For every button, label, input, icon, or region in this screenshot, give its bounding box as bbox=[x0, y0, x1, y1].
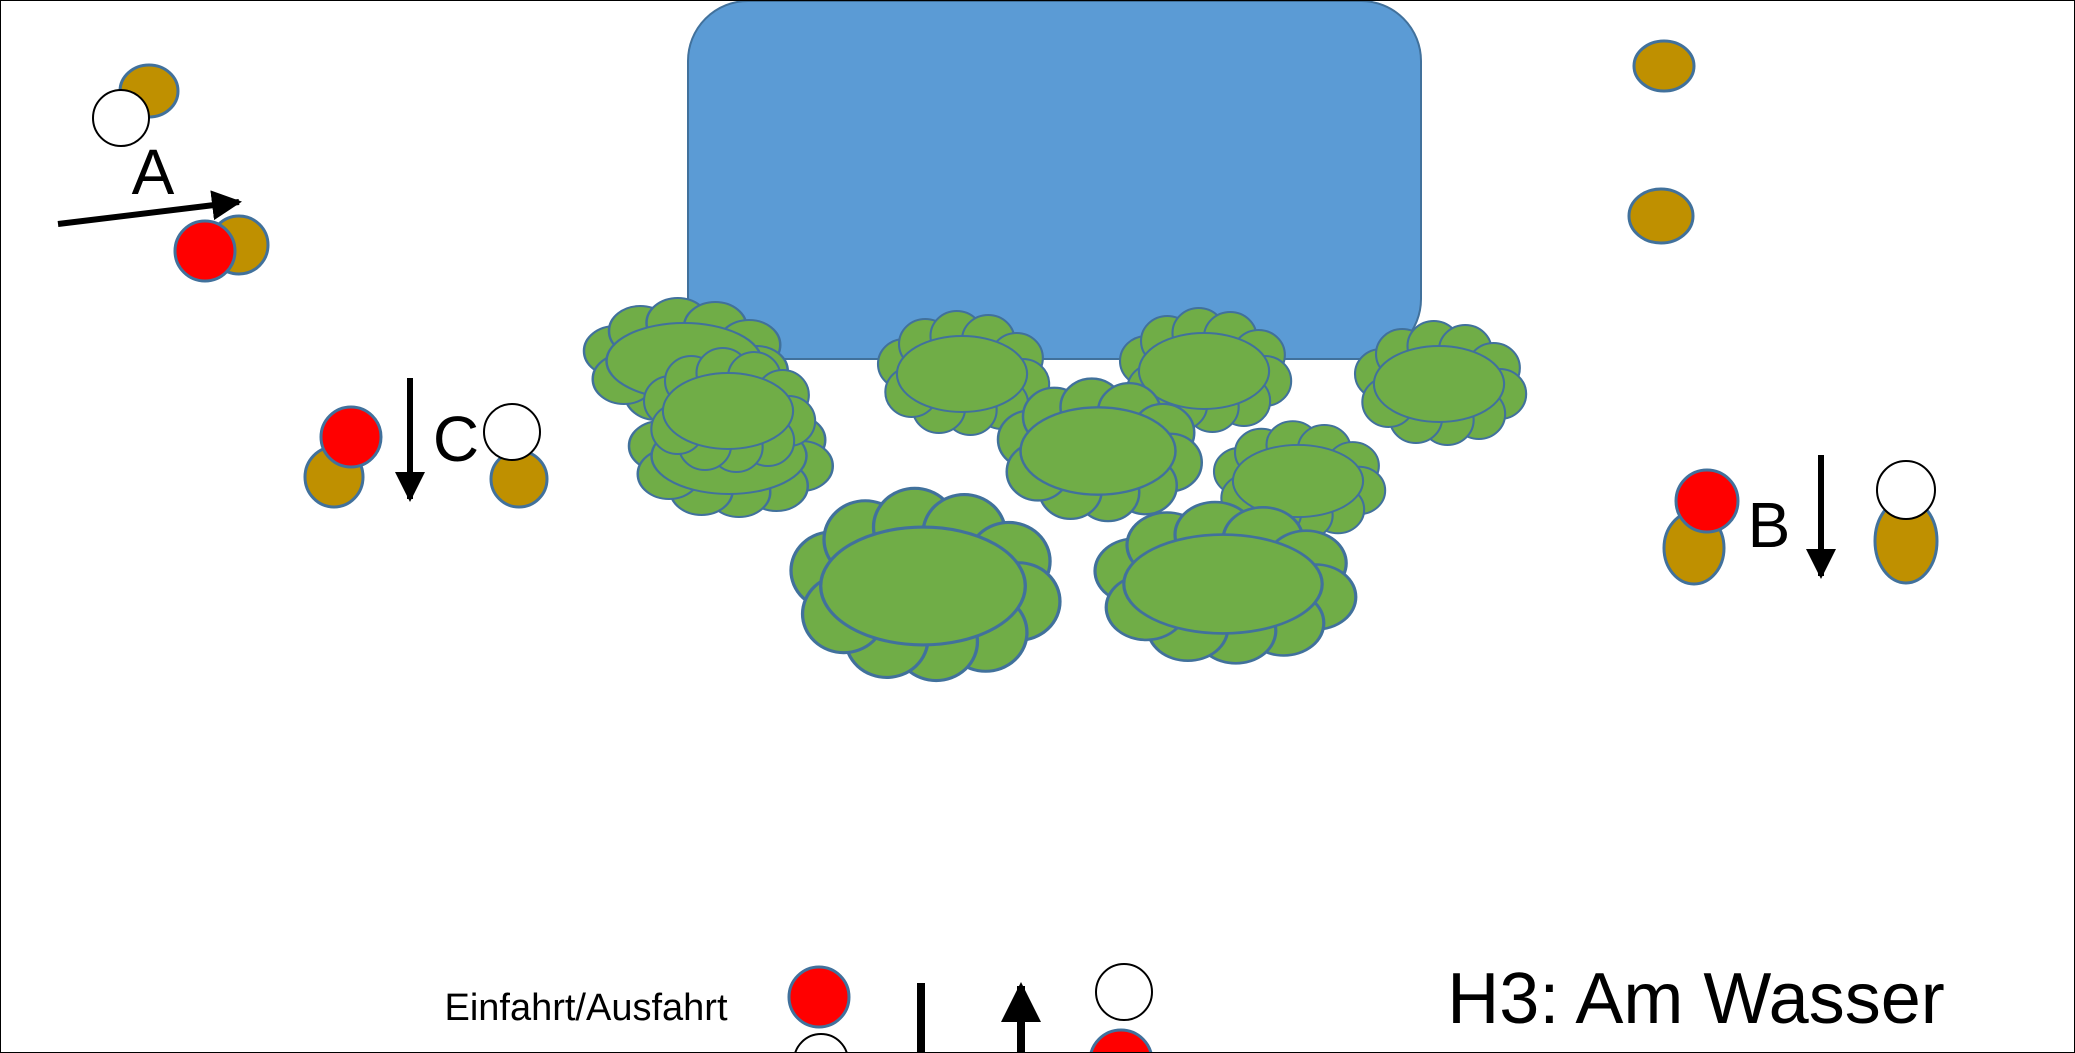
white-marker bbox=[1876, 460, 1936, 520]
red-marker bbox=[1089, 1028, 1153, 1052]
white-marker bbox=[92, 89, 150, 147]
bush bbox=[789, 486, 1062, 683]
white-marker bbox=[794, 1033, 848, 1052]
red-marker bbox=[173, 219, 237, 283]
page-title: H3: Am Wasser bbox=[1447, 959, 1944, 1039]
group-b: B bbox=[1662, 455, 1939, 586]
red-marker bbox=[1674, 468, 1740, 534]
brown-marker bbox=[1632, 39, 1696, 93]
red-marker bbox=[787, 965, 851, 1029]
label-c: C bbox=[433, 403, 479, 475]
group-a: A bbox=[57, 63, 270, 283]
red-marker bbox=[319, 405, 383, 469]
group-c: C bbox=[303, 378, 549, 509]
bush bbox=[1353, 319, 1528, 447]
white-marker bbox=[1095, 963, 1153, 1021]
label-b: B bbox=[1748, 489, 1791, 561]
water-pond bbox=[687, 1, 1422, 360]
bush bbox=[642, 346, 817, 474]
brown-marker bbox=[1627, 187, 1695, 245]
entrance-group: Einfahrt/Ausfahrt bbox=[444, 963, 1153, 1052]
entrance-label: Einfahrt/Ausfahrt bbox=[444, 987, 727, 1029]
label-a: A bbox=[132, 136, 175, 208]
arrow-a bbox=[57, 190, 242, 227]
white-marker bbox=[483, 403, 541, 461]
